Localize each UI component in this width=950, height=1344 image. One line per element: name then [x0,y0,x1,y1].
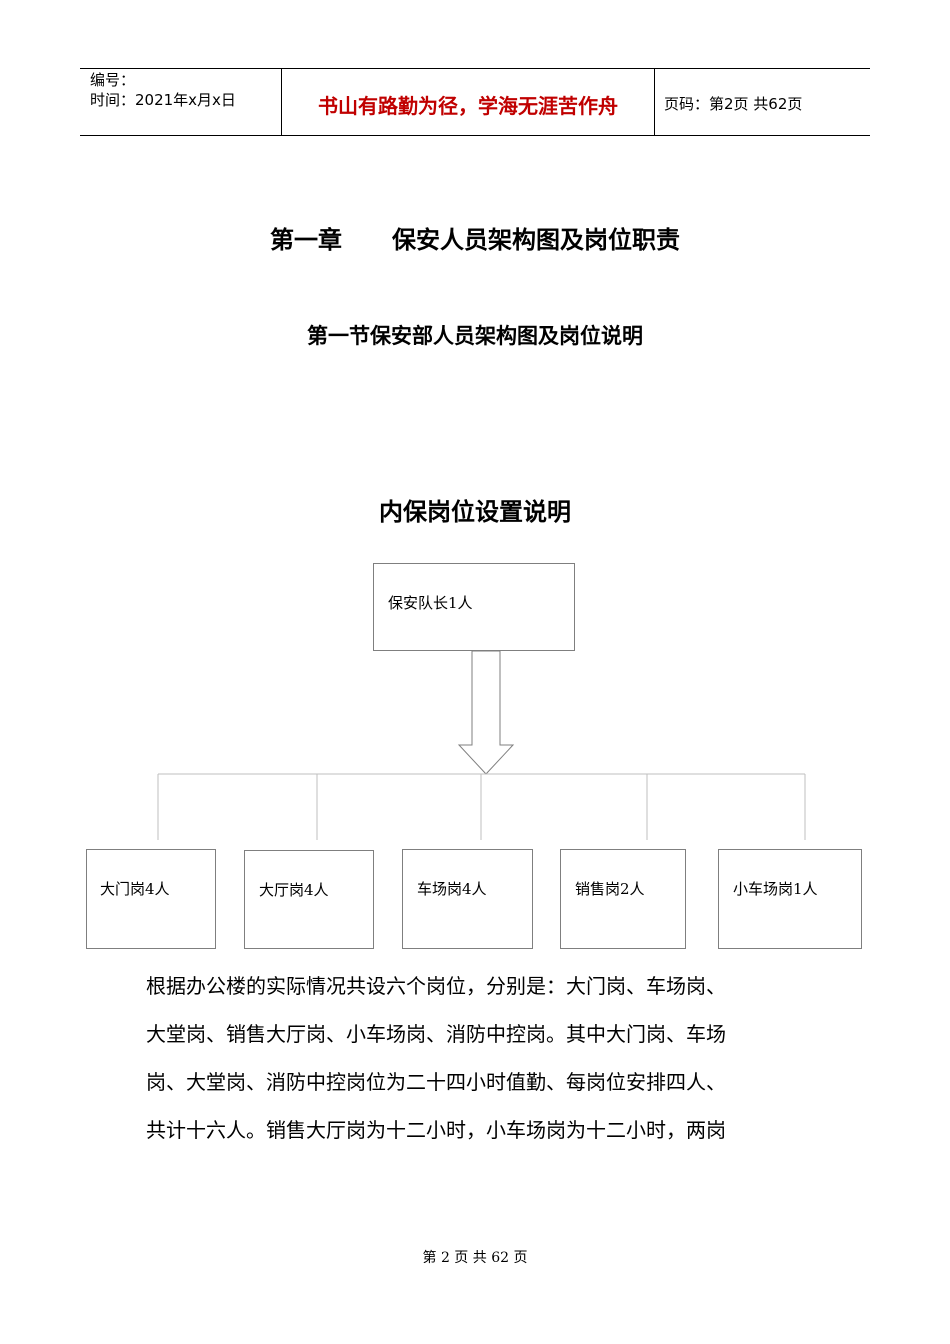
section-heading: 第一节保安部人员架构图及岗位说明 [307,324,643,348]
org-root-label: 保安队长1人 [388,594,473,612]
org-post-label: 大门岗4人 [100,880,170,898]
paragraph-line: 岗、大堂岗、消防中控岗位为二十四小时值勤、每岗位安排四人、 [146,1070,726,1094]
page-footer: 第 2 页 共 62 页 [422,1250,528,1266]
header-page-info: 页码：第2页 共62页 [664,95,803,113]
document-date: 时间：2021年x月x日 [90,91,236,109]
document-number-label: 编号： [90,71,136,89]
org-post-label: 销售岗2人 [575,880,645,898]
org-root-box: 保安队长1人 [373,563,575,651]
chapter-title: 保安人员架构图及岗位职责 [392,226,680,254]
org-post-box: 大门岗4人 [86,849,216,949]
down-arrow [457,650,515,775]
chapter-number: 第一章 [270,226,342,254]
chapter-heading: 第一章 保安人员架构图及岗位职责 [0,220,950,255]
paragraph-line: 共计十六人。销售大厅岗为十二小时，小车场岗为十二小时，两岗 [146,1118,726,1142]
paragraph-line: 根据办公楼的实际情况共设六个岗位，分别是：大门岗、车场岗、 [146,974,726,998]
header-divider [654,68,655,136]
paragraph-line: 大堂岗、销售大厅岗、小车场岗、消防中控岗。其中大门岗、车场 [146,1022,726,1046]
org-post-box: 大厅岗4人 [244,850,374,949]
body-paragraph: 根据办公楼的实际情况共设六个岗位，分别是：大门岗、车场岗、 大堂岗、销售大厅岗、… [146,962,816,1154]
org-post-label: 大厅岗4人 [259,881,329,899]
header-top-rule [80,68,870,69]
org-post-box: 车场岗4人 [402,849,533,949]
org-post-box: 销售岗2人 [560,849,686,949]
header-divider [281,68,282,136]
org-post-box: 小车场岗1人 [718,849,862,949]
header-motto: 书山有路勤为径，学海无涯苦作舟 [318,94,618,118]
org-post-label: 小车场岗1人 [733,880,818,898]
org-chart-title: 内保岗位设置说明 [379,498,571,526]
header-meta: 编号： 时间：2021年x月x日 [90,70,236,110]
header-bottom-rule [80,135,870,136]
org-post-label: 车场岗4人 [417,880,487,898]
